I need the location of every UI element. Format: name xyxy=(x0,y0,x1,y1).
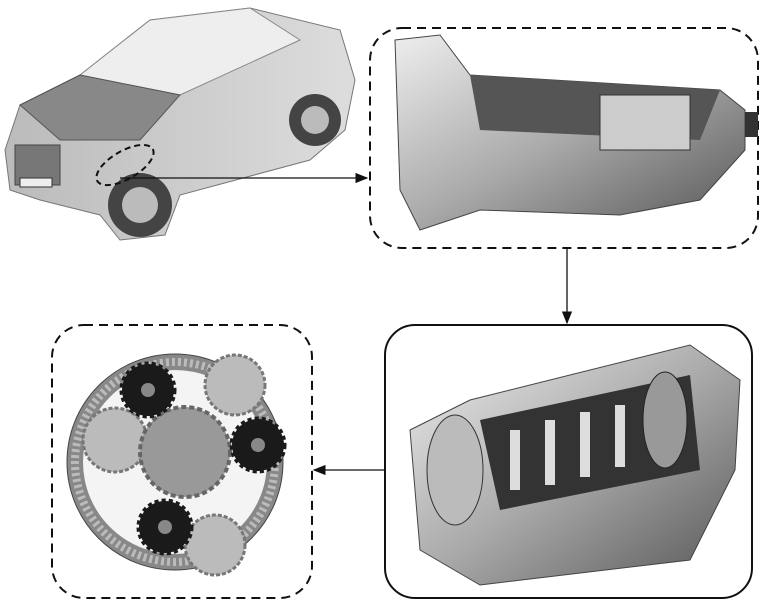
cutaway-frame xyxy=(384,324,753,599)
gearbox-highlight-ellipse xyxy=(95,143,155,187)
car-cutaway-image xyxy=(4,7,356,241)
sun-gear xyxy=(138,405,232,499)
transmission-frame xyxy=(369,27,759,249)
transmission-cutaway-image xyxy=(409,344,741,586)
planet-gears-light xyxy=(81,353,267,577)
transmission-housing-image xyxy=(394,34,758,231)
planetary-gearset-image xyxy=(66,353,287,577)
license-plate xyxy=(19,177,53,188)
planetary-gear-frame xyxy=(51,324,313,599)
